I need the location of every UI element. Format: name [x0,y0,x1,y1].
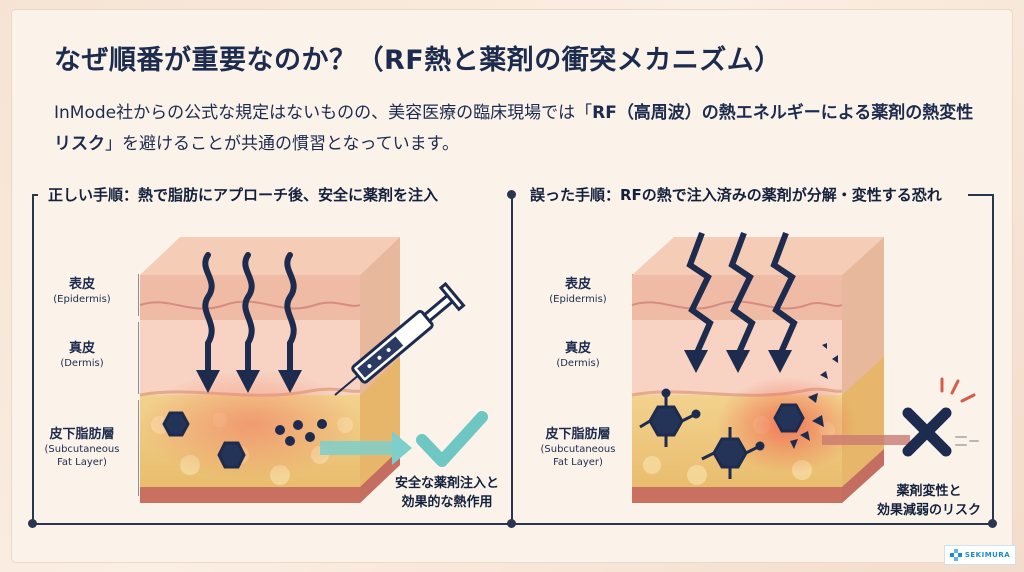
intro-text: InMode社からの公式な規定はないものの、美容医療の臨床現場では「RF（高周波… [54,98,984,160]
cross-icon [902,407,952,457]
rail-dot-center-top [507,190,516,199]
left-bracket-2 [138,322,139,394]
page-title: なぜ順番が重要なのか？（RF熱と薬剤の衝突メカニズム） [54,45,782,76]
arrow-icon [320,431,412,465]
left-bracket-3 [138,400,139,496]
right-rail-vertical [992,194,994,524]
rail-dot-center-bottom [507,519,516,528]
right-rail-top [968,194,992,196]
right-skin-diagram [631,231,979,503]
lightning-icon [686,231,798,357]
right-skin-top-face [632,237,884,275]
rail-dot-left [28,519,37,528]
sekimura-logo: SEKIMURA [944,545,1016,565]
check-icon [416,411,488,467]
left-rail-vertical [32,194,34,524]
center-rail-vertical [511,194,513,524]
rail-dot-right [988,519,997,528]
left-rail-top [32,194,38,196]
right-label-dermis: 真皮(Dermis) [556,341,600,369]
left-caption: 安全な薬剤注入と 効果的な熱作用 [394,476,499,510]
logo-text: SEKIMURA [964,551,1011,559]
syringe-icon [334,281,466,396]
right-section-heading: 誤った手順：RFの熱で注入済みの薬剤が分解・変性する恐れ [524,184,948,205]
left-skin-top-face [140,237,400,275]
drug-molecule-icon [162,411,246,469]
right-caption: 薬剤変性と 効果減弱のリスク [876,484,981,518]
drug-molecule-icon [639,388,805,479]
left-bracket-1 [138,274,139,316]
heat-wave-icon [202,252,297,378]
intro-bold: RF（高周波）の熱エネルギーによる薬剤の熱変性リスク [54,103,974,154]
left-label-epidermis: 表皮(Epidermis) [53,277,111,305]
intro-part1: InMode社からの公式な規定はないものの、美容医療の臨床現場では「 [54,103,593,123]
left-section-heading: 正しい手順：熱で脂肪にアプローチ後、安全に薬剤を注入 [42,184,445,205]
left-skin-diagram [139,237,488,503]
logo-mark-icon [949,549,962,561]
left-label-dermis: 真皮(Dermis) [60,341,104,369]
right-label-epidermis: 表皮(Epidermis) [549,277,607,305]
intro-part2: 」を避けることが共通の慣習となっています。 [105,134,459,154]
